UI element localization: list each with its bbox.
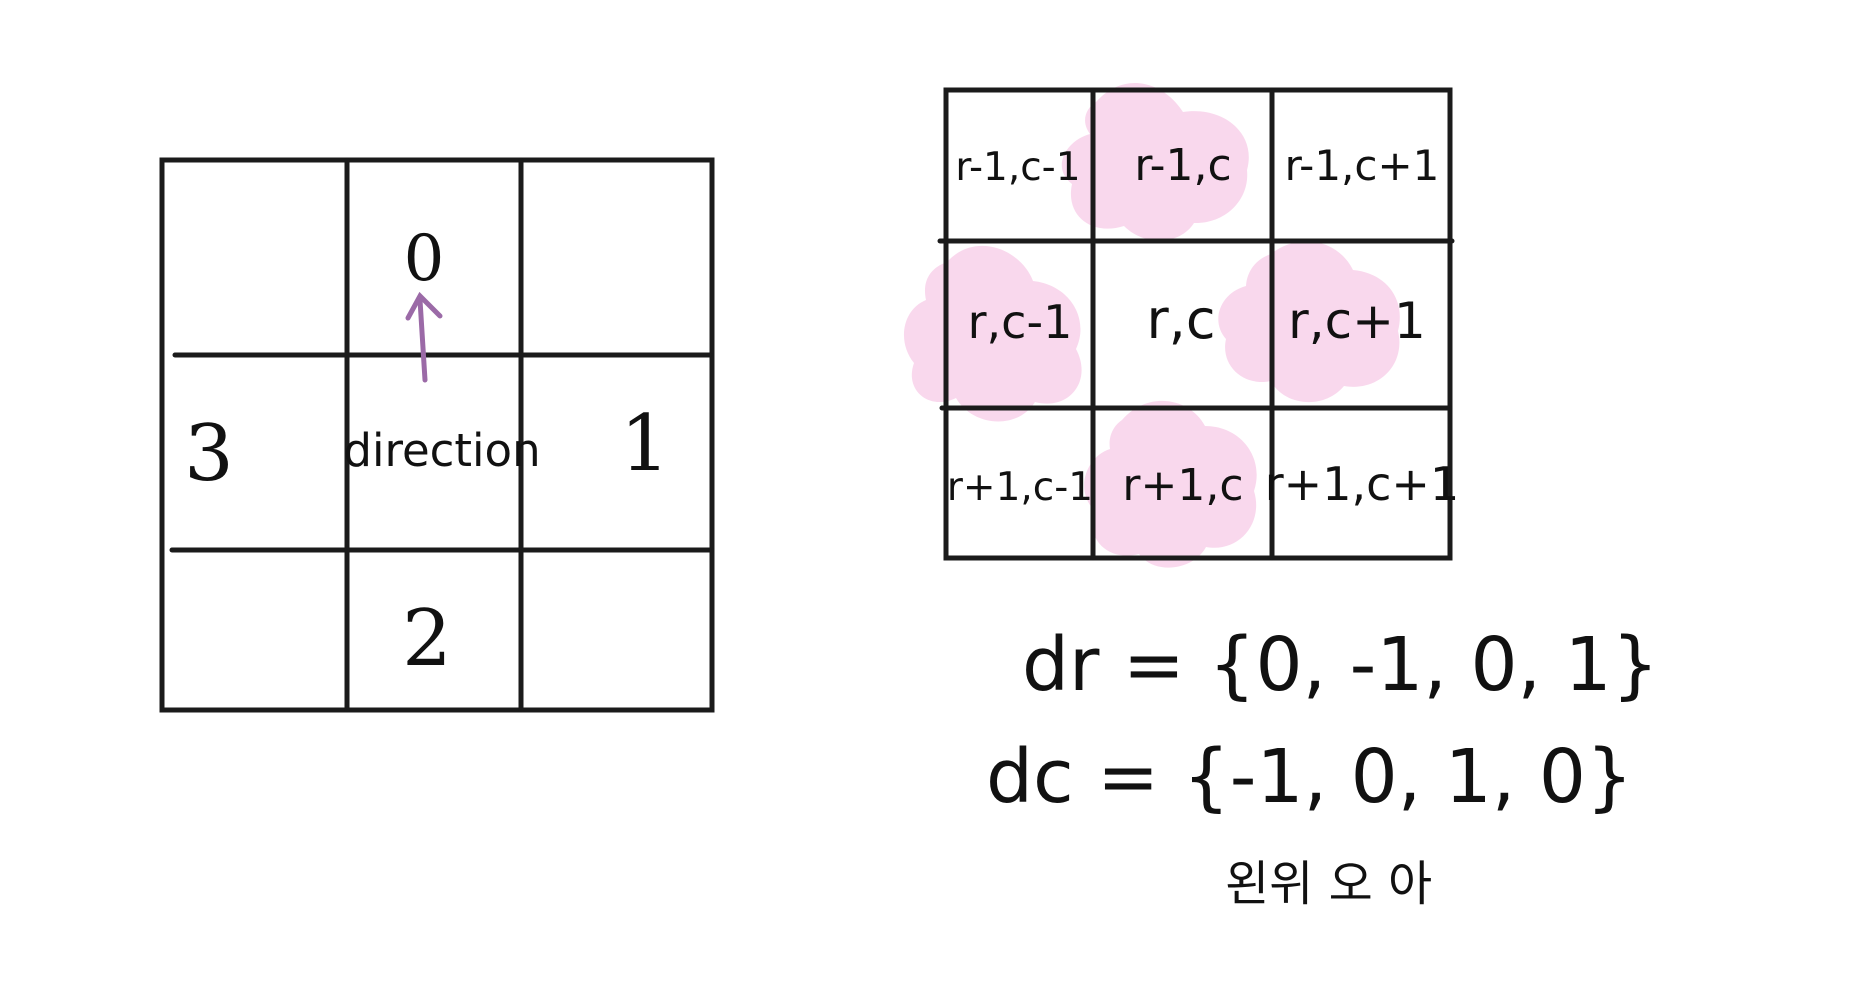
direction-grid: 0 3 1 2 direction	[159, 157, 715, 713]
up-arrow-head	[405, 291, 443, 321]
neighbor-cell-top-center: r-1,c	[1134, 140, 1231, 191]
highlight-top-neighbor	[1061, 83, 1249, 241]
dr-array: dr = {0, -1, 0, 1}	[1022, 622, 1659, 708]
highlight-right-neighbor	[1218, 241, 1400, 403]
korean-direction-labels: 왼위 오 아	[1225, 856, 1432, 912]
neighbor-grid-border	[943, 87, 1453, 561]
highlight-bottom-neighbor	[1084, 400, 1257, 568]
neighbor-cell-middle-left: r,c-1	[968, 295, 1073, 349]
direction-center-label: direction	[343, 424, 540, 477]
direction-up-label: 0	[404, 222, 445, 296]
neighbor-cell-middle-right: r,c+1	[1288, 292, 1426, 350]
direction-right-label: 1	[620, 399, 670, 489]
neighbor-cell-bottom-right: r+1,c+1	[1265, 457, 1459, 511]
neighbor-cell-bottom-center: r+1,c	[1122, 460, 1243, 511]
neighbor-cell-center: r,c	[1146, 288, 1215, 351]
dc-array: dc = {-1, 0, 1, 0}	[986, 734, 1633, 820]
direction-left-label: 3	[184, 409, 234, 499]
neighbor-cell-top-right: r-1,c+1	[1285, 141, 1440, 190]
direction-down-label: 2	[402, 594, 452, 684]
neighbor-highlights	[903, 83, 1400, 568]
direction-grid-border	[159, 157, 715, 713]
direction-arrays: dr = {0, -1, 0, 1} dc = {-1, 0, 1, 0} 왼위…	[986, 622, 1659, 912]
up-arrow-shaft	[417, 297, 428, 383]
neighbor-grid: r-1,c-1 r-1,c r-1,c+1 r,c-1 r,c r,c+1 r+…	[937, 87, 1459, 561]
neighbor-cell-bottom-left: r+1,c-1	[947, 465, 1093, 510]
neighbor-cell-top-left: r-1,c-1	[955, 145, 1080, 190]
